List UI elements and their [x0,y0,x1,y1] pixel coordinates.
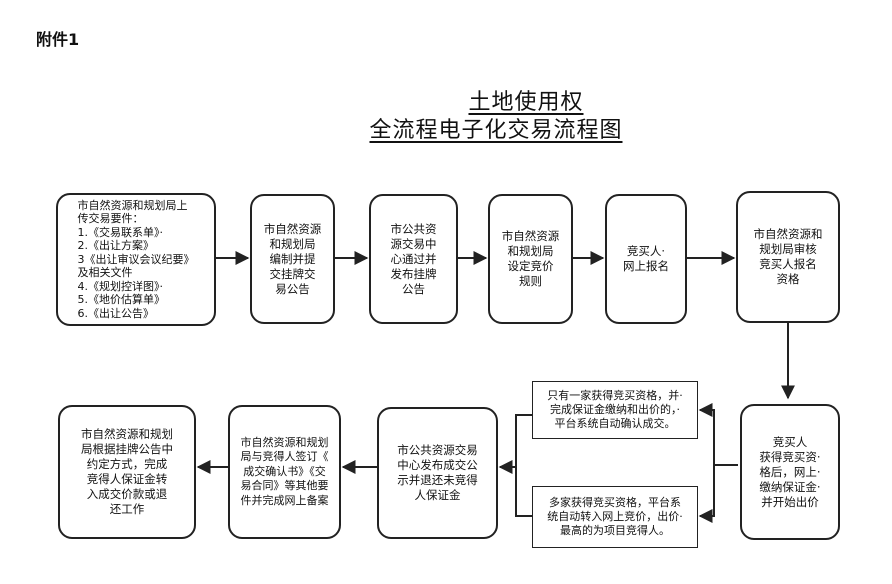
attachment-label: 附件1 [36,30,80,49]
branch-multiple-bidders: 多家获得竞买资格，平台系 统自动转入网上竞价，出价· 最高的为项目竞得人。 [532,486,698,548]
arrow-s7-s8b [698,465,715,523]
step-sign-contract: 市自然资源和规划 局与竞得人签订《 成交确认书》《交 易合同》等其他要 件并完成… [228,405,341,539]
step-deposit-and-bid-text: 竞买人 获得竞买资· 格后，网上· 缴纳保证金· 并开始出价 [759,434,821,509]
step-set-bidding-rules-text: 市自然资源 和规划局 设定竞价 规则 [501,229,560,288]
diagram-title-line1: 土地使用权 [468,90,584,115]
step-set-bidding-rules: 市自然资源 和规划局 设定竞价 规则 [488,194,573,324]
step-upload-documents-text: 市自然资源和规划局上 传交易要件： 1.《交易联系单》· 2.《出让方案》 3《… [77,198,195,320]
arrow-s8b-merge [515,467,532,517]
step-compile-announcement-text: 市自然资源 和规划局 编制并提 交挂牌交 易公告 [263,221,322,296]
arrow-s8a-merge [515,414,532,467]
step-deposit-and-bid: 竞买人 获得竞买资· 格后，网上· 缴纳保证金· 并开始出价 [740,404,840,540]
step-review-qualification: 市自然资源和 规划局审核 竞买人报名 资格 [736,191,840,323]
step-publish-announcement: 市公共资 源交易中 心通过并 发布挂牌 公告 [369,194,458,324]
step-transfer-deposit-text: 市自然资源和规划 局根据挂牌公告中 约定方式，完成 竞得人保证金转 入成交价款或… [81,427,173,516]
step-publish-result-text: 市公共资源交易 中心发布成交公 示并退还未竞得 人保证金 [397,443,478,502]
step-compile-announcement: 市自然资源 和规划局 编制并提 交挂牌交 易公告 [250,194,335,324]
step-upload-documents: 市自然资源和规划局上 传交易要件： 1.《交易联系单》· 2.《出让方案》 3《… [56,193,216,326]
step-transfer-deposit: 市自然资源和规划 局根据挂牌公告中 约定方式，完成 竞得人保证金转 入成交价款或… [58,405,196,539]
arrow-s7-s8a [698,403,738,466]
branch-single-bidder: 只有一家获得竞买资格，并· 完成保证金缴纳和出价的，· 平台系统自动确认成交。 [532,381,698,439]
step-online-registration: 竞买人· 网上报名 [605,194,687,324]
diagram-title-line2: 全流程电子化交易流程图 [369,118,623,143]
step-publish-result: 市公共资源交易 中心发布成交公 示并退还未竞得 人保证金 [377,407,498,539]
branch-single-bidder-text: 只有一家获得竞买资格，并· 完成保证金缴纳和出价的，· 平台系统自动确认成交。 [547,389,683,430]
step-online-registration-text: 竞买人· 网上报名 [623,244,669,273]
step-sign-contract-text: 市自然资源和规划 局与竞得人签订《 成交确认书》《交 易合同》等其他要 件并完成… [240,435,329,507]
step-publish-announcement-text: 市公共资 源交易中 心通过并 发布挂牌 公告 [390,221,437,296]
step-review-qualification-text: 市自然资源和 规划局审核 竞买人报名 资格 [753,227,823,286]
branch-multiple-bidders-text: 多家获得竞买资格，平台系 统自动转入网上竞价，出价· 最高的为项目竞得人。 [547,496,683,537]
